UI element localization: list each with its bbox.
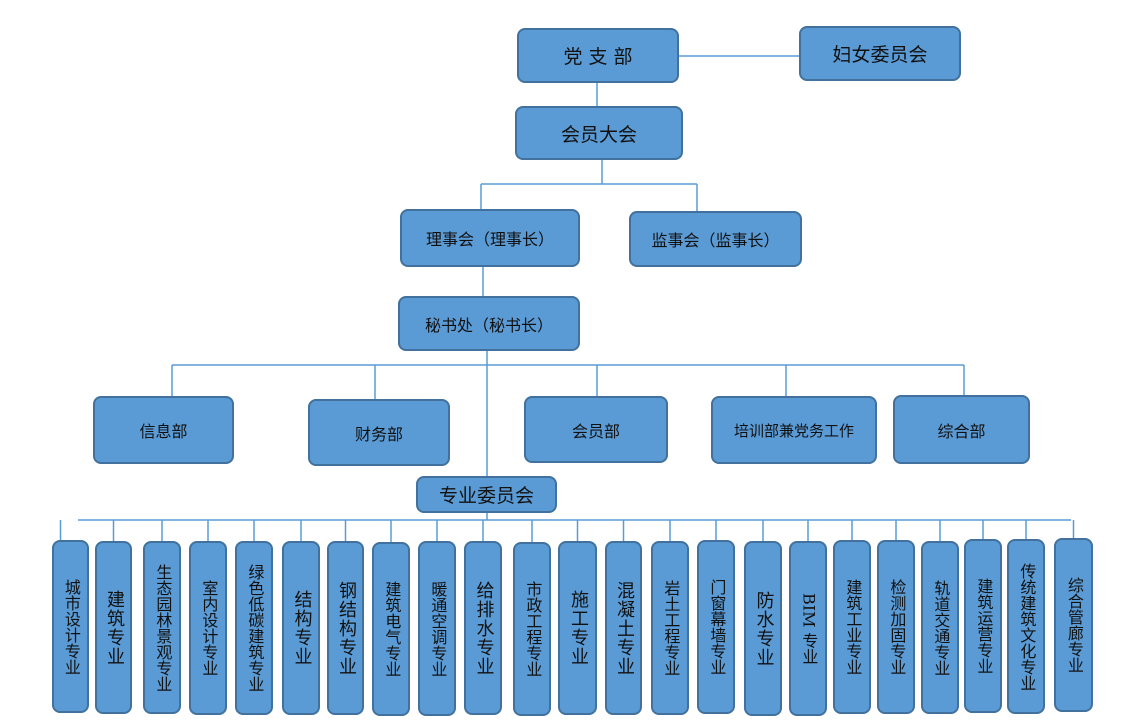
specialty-box: 轨道交通专业 xyxy=(921,541,959,714)
secretariat-box: 秘书处（秘书长） xyxy=(398,296,580,351)
general-assembly-label: 会员大会 xyxy=(560,123,637,146)
specialty-box: 混凝土专业 xyxy=(605,541,642,715)
specialty-label: 生态园林景观专业 xyxy=(153,563,173,692)
women-committee-label: 妇女委员会 xyxy=(832,44,928,66)
department-box: 信息部 xyxy=(93,396,234,464)
specialty-label: 绿色低碳建筑专业 xyxy=(245,564,265,692)
specialty-box: BIM 专业 xyxy=(789,541,827,716)
specialty-label: 检测加固专业 xyxy=(887,579,907,675)
specialty-box: 建筑运营专业 xyxy=(964,539,1002,713)
specialty-label: 城市设计专业 xyxy=(61,578,81,675)
department-box: 综合部 xyxy=(893,395,1030,464)
specialty-box: 结构专业 xyxy=(282,541,320,715)
specialty-box: 施工专业 xyxy=(558,541,597,715)
specialty-label: 岩土工程专业 xyxy=(661,580,681,676)
specialty-label: 钢结构专业 xyxy=(335,580,357,676)
specialty-label: 市政工程专业 xyxy=(523,581,543,677)
specialty-label: 建筑运营专业 xyxy=(974,578,994,674)
committee-box: 专业委员会 xyxy=(416,476,557,513)
department-label: 会员部 xyxy=(571,421,620,441)
department-box: 财务部 xyxy=(308,399,450,466)
supervisory-board-label: 监事会（监事长） xyxy=(651,231,780,250)
women-committee-box: 妇女委员会 xyxy=(799,26,961,81)
specialty-box: 门窗幕墙专业 xyxy=(697,540,735,714)
specialty-label: 轨道交通专业 xyxy=(931,579,951,676)
specialty-box: 建筑专业 xyxy=(95,541,132,714)
supervisory-board-box: 监事会（监事长） xyxy=(629,211,802,267)
specialty-box: 生态园林景观专业 xyxy=(143,541,181,714)
specialty-label: 给排水专业 xyxy=(473,580,495,676)
department-box: 会员部 xyxy=(524,396,668,463)
specialty-box: 城市设计专业 xyxy=(52,540,89,713)
department-label: 培训部兼党务工作 xyxy=(733,421,854,440)
party-branch-label: 党 支 部 xyxy=(563,46,633,68)
specialty-label: 施工专业 xyxy=(567,590,589,666)
specialty-box: 传统建筑文化专业 xyxy=(1007,539,1045,714)
specialty-label: 建筑专业 xyxy=(103,589,125,666)
secretariat-label: 秘书处（秘书长） xyxy=(424,315,553,335)
specialty-box: 建筑电气专业 xyxy=(372,542,410,716)
specialty-box: 岩土工程专业 xyxy=(651,541,689,715)
general-assembly-box: 会员大会 xyxy=(515,106,683,160)
specialty-label: 室内设计专业 xyxy=(199,580,219,676)
specialty-label: 传统建筑文化专业 xyxy=(1017,562,1037,691)
department-label: 信息部 xyxy=(139,422,188,441)
specialty-label: BIM 专业 xyxy=(799,592,819,665)
specialty-box: 防水专业 xyxy=(744,541,782,716)
specialty-label: 防水专业 xyxy=(753,590,775,667)
department-label: 综合部 xyxy=(937,421,986,441)
specialty-box: 室内设计专业 xyxy=(189,541,227,715)
specialty-label: 暖通空调专业 xyxy=(428,580,448,677)
specialty-box: 综合管廊专业 xyxy=(1054,538,1093,712)
specialty-label: 建筑电气专业 xyxy=(382,581,402,677)
committee-label: 专业委员会 xyxy=(438,485,534,507)
specialty-box: 建筑工业专业 xyxy=(833,540,871,714)
specialty-box: 暖通空调专业 xyxy=(418,541,456,716)
department-box: 培训部兼党务工作 xyxy=(711,396,877,464)
department-label: 财务部 xyxy=(354,424,403,444)
party-branch-box: 党 支 部 xyxy=(517,28,679,83)
connector-specialty-lines xyxy=(59,519,1075,542)
council-box: 理事会（理事长） xyxy=(400,209,580,267)
council-label: 理事会（理事长） xyxy=(425,230,554,249)
specialty-label: 门窗幕墙专业 xyxy=(707,579,727,675)
specialty-box: 检测加固专业 xyxy=(877,540,915,714)
specialty-label: 建筑工业专业 xyxy=(843,579,863,675)
specialty-box: 市政工程专业 xyxy=(513,542,551,716)
specialty-box: 绿色低碳建筑专业 xyxy=(235,541,273,715)
specialty-box: 钢结构专业 xyxy=(327,541,364,715)
specialty-label: 混凝土专业 xyxy=(613,580,635,676)
specialty-box: 给排水专业 xyxy=(464,541,502,715)
specialty-label: 综合管廊专业 xyxy=(1064,577,1084,673)
specialty-label: 结构专业 xyxy=(291,590,313,666)
